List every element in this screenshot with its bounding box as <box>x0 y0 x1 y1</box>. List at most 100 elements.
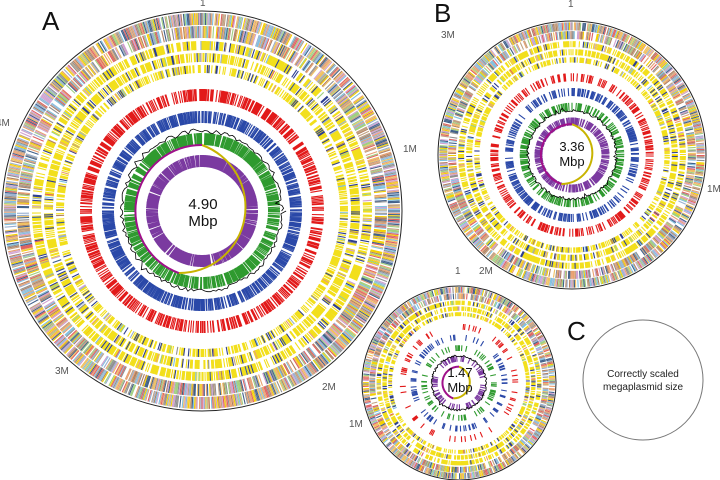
gene-marks <box>376 383 502 455</box>
gene-marks <box>4 12 401 409</box>
gene-marks <box>369 293 549 473</box>
gene-marks <box>448 32 696 278</box>
yellow-ring-1 <box>458 41 686 269</box>
gene-marks <box>466 49 678 261</box>
gene-marks <box>376 340 393 394</box>
gene-marks <box>61 85 330 328</box>
gene-marks <box>72 143 96 304</box>
green-ring <box>519 102 625 208</box>
gene-marks <box>4 13 401 410</box>
gene-marks <box>548 57 665 251</box>
genome-size-a: 4.90 Mbp <box>173 196 233 231</box>
size-unit: Mbp <box>559 153 585 169</box>
gene-marks <box>382 311 536 459</box>
gene-marks <box>58 67 295 339</box>
gene-marks <box>439 22 705 288</box>
gene-marks <box>483 304 540 445</box>
gene-marks <box>493 71 680 245</box>
genome-map-a <box>1 10 403 412</box>
gene-marks <box>458 41 686 269</box>
gene-marks <box>490 73 654 237</box>
gene-marks <box>38 44 367 261</box>
gene-marks <box>17 25 388 397</box>
gene-marks <box>473 114 480 118</box>
gene-marks <box>448 31 696 279</box>
panel-label-c: C <box>567 316 586 346</box>
gene-marks <box>56 69 169 302</box>
gene-marks <box>3 12 401 409</box>
gene-marks <box>18 25 388 396</box>
cog-ring-forward <box>362 286 556 480</box>
gene-marks <box>58 88 349 346</box>
size-value: 1.47 <box>447 365 473 380</box>
gene-marks <box>369 295 549 473</box>
tick-c-2m: 2M <box>479 266 493 277</box>
gene-marks <box>485 53 666 260</box>
outline-circle <box>1 10 403 412</box>
gene-marks <box>439 22 705 285</box>
yellow-ring-2 <box>466 49 678 261</box>
red-ring <box>79 88 325 334</box>
caption-line-1: Correctly scaled <box>607 369 679 380</box>
gene-marks <box>44 54 276 196</box>
gene-marks <box>674 118 685 137</box>
gene-marks <box>402 330 465 454</box>
gene-marks <box>532 238 614 252</box>
yellow-ring-2 <box>43 52 361 370</box>
gene-marks <box>44 47 373 382</box>
gene-marks <box>363 286 555 479</box>
cog-ring-reverse <box>369 293 549 473</box>
gene-marks <box>448 31 696 279</box>
gene-marks <box>448 31 693 276</box>
gene-marks <box>467 54 653 140</box>
gene-marks <box>368 287 555 479</box>
gene-marks <box>383 348 540 368</box>
gene-marks <box>448 32 696 279</box>
gene-marks <box>393 355 398 358</box>
gene-marks <box>4 12 397 408</box>
genome-map-b <box>437 20 707 290</box>
gene-marks <box>19 26 387 397</box>
gene-marks <box>627 67 633 73</box>
gene-marks <box>448 31 696 279</box>
gene-marks <box>376 301 542 465</box>
gene-marks <box>480 219 492 232</box>
gene-marks <box>5 13 400 409</box>
gene-marks <box>495 93 663 253</box>
gene-marks <box>408 316 488 449</box>
gene-marks <box>448 31 696 279</box>
yellow-ring-3 <box>474 57 670 253</box>
gene-marks <box>364 289 555 479</box>
gene-marks <box>4 13 400 409</box>
cog-ring-reverse <box>16 25 388 397</box>
tick-a-4m: 4M <box>0 118 10 129</box>
gene-marks <box>32 40 372 223</box>
gene-marks <box>369 293 549 473</box>
tick-a-3m: 3M <box>55 366 69 377</box>
gene-marks <box>388 312 530 454</box>
gene-marks <box>410 334 508 432</box>
gene-marks <box>392 390 530 410</box>
gene-marks <box>382 306 536 460</box>
gene-marks <box>448 31 696 279</box>
purple-ring <box>534 117 610 193</box>
tick-b-1m: 1M <box>707 184 720 195</box>
gene-marks <box>532 247 536 254</box>
genome-map-c <box>361 285 557 480</box>
gene-marks <box>63 74 344 311</box>
gene-marks <box>470 77 672 261</box>
gene-marks <box>458 43 686 261</box>
gene-marks <box>17 25 387 396</box>
blue-ring <box>410 334 508 432</box>
gene-marks <box>3 13 400 410</box>
gene-marks <box>75 70 318 357</box>
gc-content-line <box>430 354 488 412</box>
gene-marks <box>336 142 359 234</box>
tick-b-1: 1 <box>568 0 574 10</box>
gene-marks <box>467 168 643 235</box>
gene-marks <box>478 452 481 457</box>
gene-marks <box>509 69 673 222</box>
megaplasmid-caption: Correctly scaled megaplasmid size <box>593 368 693 394</box>
genome-size-b: 3.36 Mbp <box>547 139 597 170</box>
